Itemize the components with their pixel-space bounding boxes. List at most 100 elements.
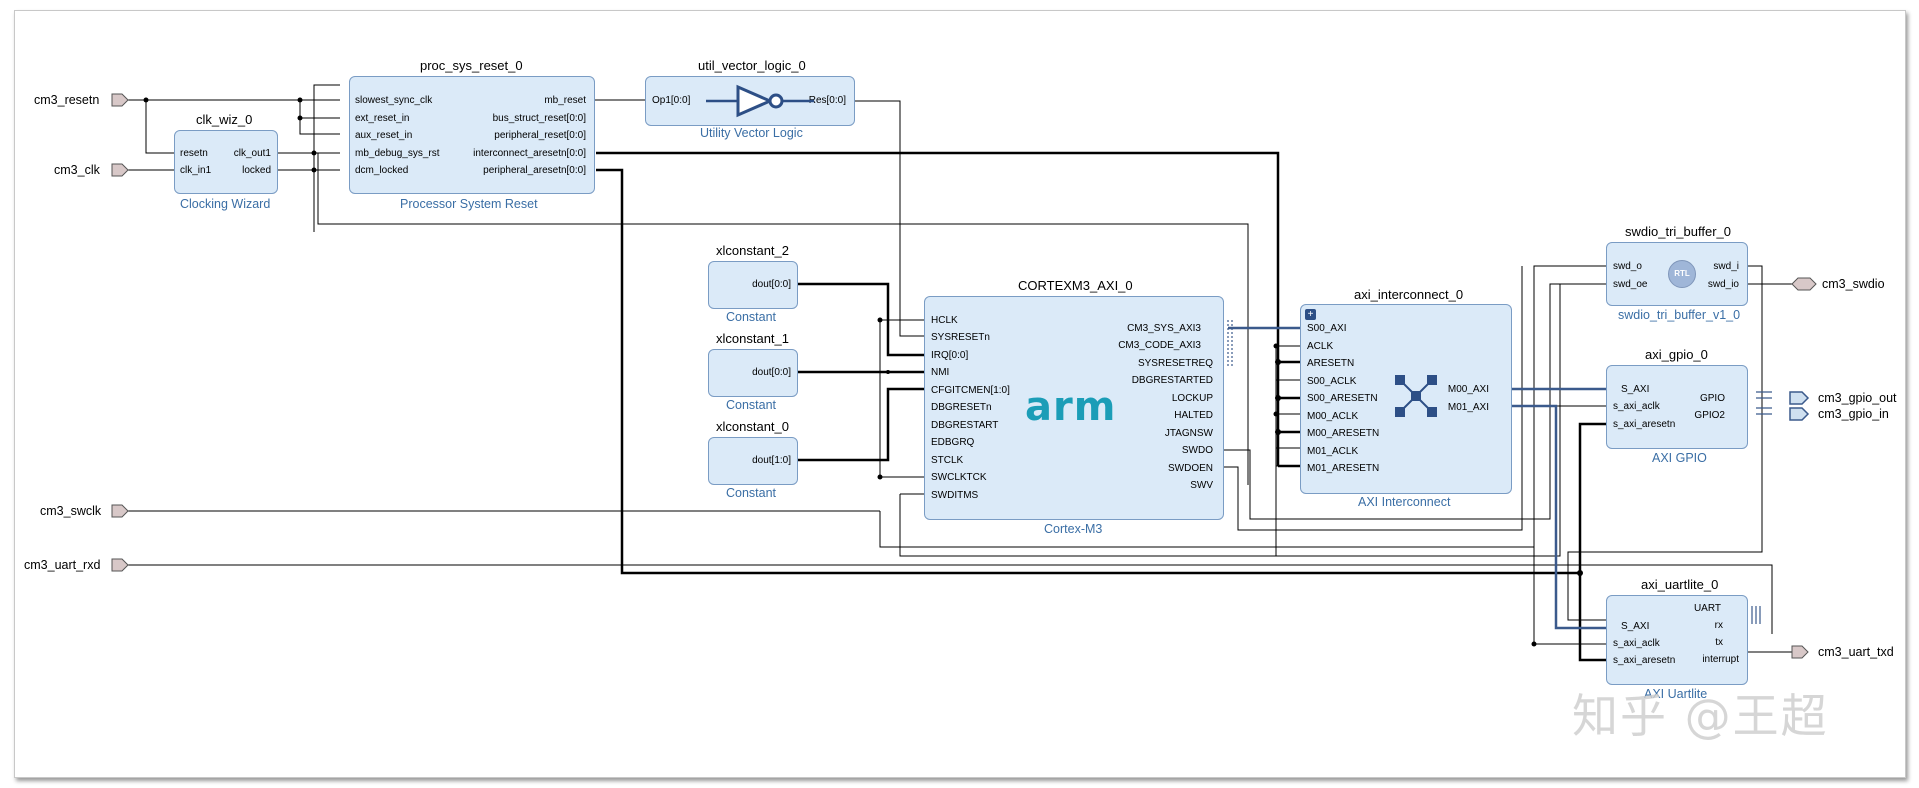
port-label-cm3-resetn: cm3_resetn xyxy=(34,93,100,107)
arm-logo: arm xyxy=(1025,384,1117,430)
port-edbgrq: EDBGRQ xyxy=(931,437,975,448)
port-m00-axi: M00_AXI xyxy=(1447,384,1489,395)
block-cortexm3[interactable]: HCLK SYSRESETn IRQ[0:0] NMI CFGITCMEN[1:… xyxy=(924,296,1224,520)
port-m01-axi: M01_AXI xyxy=(1447,402,1489,413)
port-aclk: ACLK xyxy=(1307,341,1334,352)
port-label-cm3-uart-txd: cm3_uart_txd xyxy=(1818,645,1894,659)
port-uart-s-axi: S_AXI xyxy=(1621,621,1650,632)
port-stclk: STCLK xyxy=(931,455,964,466)
block-clk-wiz[interactable]: resetn clk_in1 clk_out1 locked xyxy=(174,130,278,194)
port-cm3-swclk xyxy=(111,504,129,518)
block-title-xlconstant-0: xlconstant_0 xyxy=(716,419,789,434)
port-cm3-sys-axi3: CM3_SYS_AXI3 xyxy=(1127,323,1201,334)
block-subtitle-util-vector-logic: Utility Vector Logic xyxy=(700,126,803,140)
port-cm3-clk xyxy=(111,163,129,177)
port-cm3-gpio-out xyxy=(1789,391,1810,405)
port-aux-reset-in: aux_reset_in xyxy=(355,130,413,141)
block-xlconstant-1[interactable]: dout[0:0] xyxy=(708,349,798,397)
crossbar-icon xyxy=(1395,375,1437,417)
block-axi-uartlite[interactable]: S_AXI s_axi_aclk s_axi_aresetn UART rx t… xyxy=(1606,595,1748,685)
port-mb-reset: mb_reset xyxy=(544,95,586,106)
port-swd-i: swd_i xyxy=(1713,261,1739,272)
block-xlconstant-2[interactable]: dout[0:0] xyxy=(708,261,798,309)
port-dout-2: dout[0:0] xyxy=(752,279,791,290)
port-sysresetreq: SYSRESETREQ xyxy=(1137,358,1213,369)
port-swclktck: SWCLKTCK xyxy=(931,472,987,483)
port-peripheral-reset: peripheral_reset[0:0] xyxy=(494,130,586,141)
port-swdo: SWDO xyxy=(1181,445,1213,456)
block-subtitle-xlconstant-2: Constant xyxy=(726,310,777,324)
block-title-axi-gpio: axi_gpio_0 xyxy=(1645,347,1708,362)
port-dbgrestarted: DBGRESTARTED xyxy=(1131,375,1213,386)
watermark: 知乎 @王超 xyxy=(1572,689,1829,743)
port-gpio: GPIO xyxy=(1699,393,1725,404)
port-swd-io: swd_io xyxy=(1707,279,1739,290)
port-clk-in1: clk_in1 xyxy=(180,165,212,176)
block-subtitle-clk-wiz: Clocking Wizard xyxy=(180,197,271,211)
block-title-xlconstant-1: xlconstant_1 xyxy=(716,331,789,346)
port-aresetn: ARESETN xyxy=(1307,358,1355,369)
port-resetn: resetn xyxy=(180,148,208,159)
port-gpio-s-axi: S_AXI xyxy=(1621,384,1650,395)
port-cfgitcmen: CFGITCMEN[1:0] xyxy=(931,385,1010,396)
port-halted: HALTED xyxy=(1174,410,1213,421)
port-interconnect-aresetn: interconnect_aresetn[0:0] xyxy=(473,148,586,159)
port-cm3-code-axi3: CM3_CODE_AXI3 xyxy=(1118,340,1201,351)
port-swditms: SWDITMS xyxy=(931,490,979,501)
block-subtitle-axi-uartlite: AXI Uartlite xyxy=(1644,687,1708,701)
block-title-util-vector-logic: util_vector_logic_0 xyxy=(698,58,806,73)
block-subtitle-xlconstant-0: Constant xyxy=(726,486,777,500)
port-s00-aclk: S00_ACLK xyxy=(1307,376,1357,387)
block-util-vector-logic[interactable]: Op1[0:0] Res[0:0] xyxy=(645,76,855,126)
port-peripheral-aresetn: peripheral_aresetn[0:0] xyxy=(483,165,586,176)
port-s00-axi: S00_AXI xyxy=(1307,323,1347,334)
port-rx: rx xyxy=(1714,620,1723,631)
rtl-icon: RTL xyxy=(1668,260,1696,288)
port-uart-s-axi-aclk: s_axi_aclk xyxy=(1613,638,1660,649)
block-title-cortexm3: CORTEXM3_AXI_0 xyxy=(1018,278,1133,293)
port-uart-s-axi-aresetn: s_axi_aresetn xyxy=(1613,655,1676,666)
port-dbgresetn: DBGRESETn xyxy=(931,402,992,413)
expand-icon[interactable]: + xyxy=(1305,309,1316,320)
block-subtitle-proc-sys-reset: Processor System Reset xyxy=(400,197,538,211)
port-nmi: NMI xyxy=(931,367,950,378)
block-axi-interconnect[interactable]: + S00_AXI ACLK ARESETN S00_ACLK S00_ARES… xyxy=(1300,304,1512,494)
port-sysresetn: SYSRESETn xyxy=(931,332,990,343)
port-label-cm3-swdio: cm3_swdio xyxy=(1822,277,1885,291)
block-subtitle-xlconstant-1: Constant xyxy=(726,398,777,412)
port-cm3-uart-rxd xyxy=(111,558,129,572)
port-dout-0: dout[1:0] xyxy=(752,455,791,466)
port-irq: IRQ[0:0] xyxy=(931,350,969,361)
port-interrupt: interrupt xyxy=(1702,654,1739,665)
port-gpio-s-axi-aresetn: s_axi_aresetn xyxy=(1613,419,1676,430)
port-m01-aresetn: M01_ARESETN xyxy=(1307,463,1380,474)
port-dout-1: dout[0:0] xyxy=(752,367,791,378)
port-m00-aresetn: M00_ARESETN xyxy=(1307,428,1380,439)
port-gpio-s-axi-aclk: s_axi_aclk xyxy=(1613,401,1660,412)
block-xlconstant-0[interactable]: dout[1:0] xyxy=(708,437,798,485)
block-title-swdio-tri-buffer: swdio_tri_buffer_0 xyxy=(1625,224,1731,239)
not-gate-icon xyxy=(706,84,814,118)
block-title-clk-wiz: clk_wiz_0 xyxy=(196,112,253,127)
port-cm3-uart-txd xyxy=(1791,645,1809,659)
port-label-cm3-gpio-in: cm3_gpio_in xyxy=(1818,407,1889,421)
port-clk-out1: clk_out1 xyxy=(233,148,271,159)
port-m01-aclk: M01_ACLK xyxy=(1307,446,1359,457)
block-title-xlconstant-2: xlconstant_2 xyxy=(716,243,789,258)
port-op1: Op1[0:0] xyxy=(652,95,691,106)
port-label-cm3-uart-rxd: cm3_uart_rxd xyxy=(24,558,101,572)
block-title-axi-interconnect: axi_interconnect_0 xyxy=(1354,287,1464,302)
port-hclk: HCLK xyxy=(931,315,958,326)
port-jtagnsw: JTAGNSW xyxy=(1164,428,1213,439)
port-gpio2: GPIO2 xyxy=(1694,410,1725,421)
block-subtitle-axi-gpio: AXI GPIO xyxy=(1652,451,1707,465)
block-subtitle-axi-interconnect: AXI Interconnect xyxy=(1358,495,1451,509)
port-cm3-gpio-in xyxy=(1789,407,1810,421)
block-proc-sys-reset[interactable]: slowest_sync_clk ext_reset_in aux_reset_… xyxy=(349,76,595,194)
port-mb-debug-sys-rst: mb_debug_sys_rst xyxy=(355,148,440,159)
port-s00-aresetn: S00_ARESETN xyxy=(1307,393,1378,404)
port-dbgrestart: DBGRESTART xyxy=(931,420,999,431)
port-m00-aclk: M00_ACLK xyxy=(1307,411,1359,422)
block-axi-gpio[interactable]: S_AXI s_axi_aclk s_axi_aresetn GPIO GPIO… xyxy=(1606,365,1748,449)
